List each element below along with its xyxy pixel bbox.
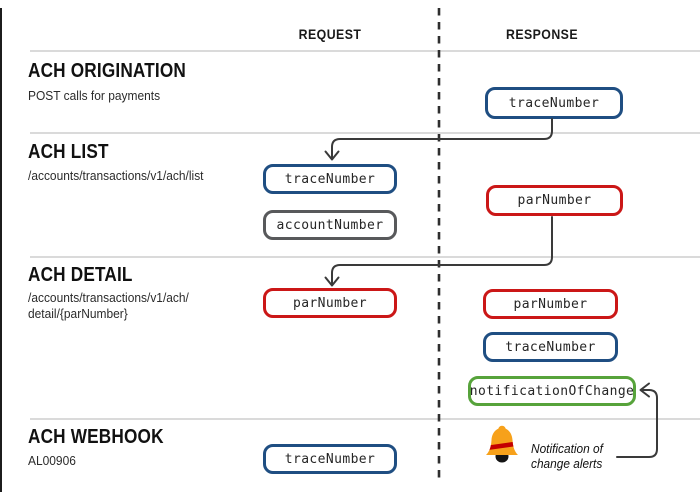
flow-arrowhead-note-to-noc — [639, 382, 650, 398]
subtitle-line-2: detail/{parNumber} — [28, 306, 128, 321]
note-line-2: change alerts — [531, 457, 603, 471]
section-title-ach-webhook: ACH WEBHOOK — [28, 426, 164, 448]
section-title-ach-list: ACH LIST — [28, 141, 109, 163]
section-title-ach-detail: ACH DETAIL — [28, 264, 133, 286]
section-subtitle-ach-origination: POST calls for payments — [28, 88, 161, 103]
section-subtitle-ach-list: /accounts/transactions/v1/ach/list — [28, 168, 204, 183]
section-title-ach-origination: ACH ORIGINATION — [28, 60, 187, 82]
response-column-header: RESPONSE — [506, 26, 578, 42]
note-line-1: Notification of — [531, 442, 603, 456]
bell-icon — [486, 425, 518, 463]
pill-trace-number-origination-response: traceNumber — [485, 87, 623, 119]
pill-trace-number-webhook-request: traceNumber — [263, 444, 397, 474]
request-column-header: REQUEST — [298, 26, 362, 42]
flow-arrowhead-par-to-detail — [324, 276, 340, 287]
subtitle-line-1: /accounts/transactions/v1/ach/ — [28, 290, 189, 305]
section-subtitle-ach-webhook: AL00906 — [28, 453, 76, 468]
notification-note: Notification of change alerts — [531, 442, 603, 472]
flow-arrowhead-trace-to-list — [324, 150, 340, 161]
section-subtitle-ach-detail: /accounts/transactions/v1/ach/ detail/{p… — [28, 290, 189, 322]
flow-arrow-trace-to-list — [331, 118, 553, 159]
pill-trace-number-list-request: traceNumber — [263, 164, 397, 194]
pill-account-number-list-request: accountNumber — [263, 210, 397, 240]
pill-par-number-list-response: parNumber — [486, 185, 623, 216]
left-edge-line — [0, 8, 2, 492]
pill-trace-number-detail-response: traceNumber — [483, 332, 618, 362]
pill-par-number-detail-response: parNumber — [483, 289, 618, 319]
pill-notification-of-change-detail-response: notificationOfChange — [468, 376, 636, 406]
pill-par-number-detail-request: parNumber — [263, 288, 397, 318]
